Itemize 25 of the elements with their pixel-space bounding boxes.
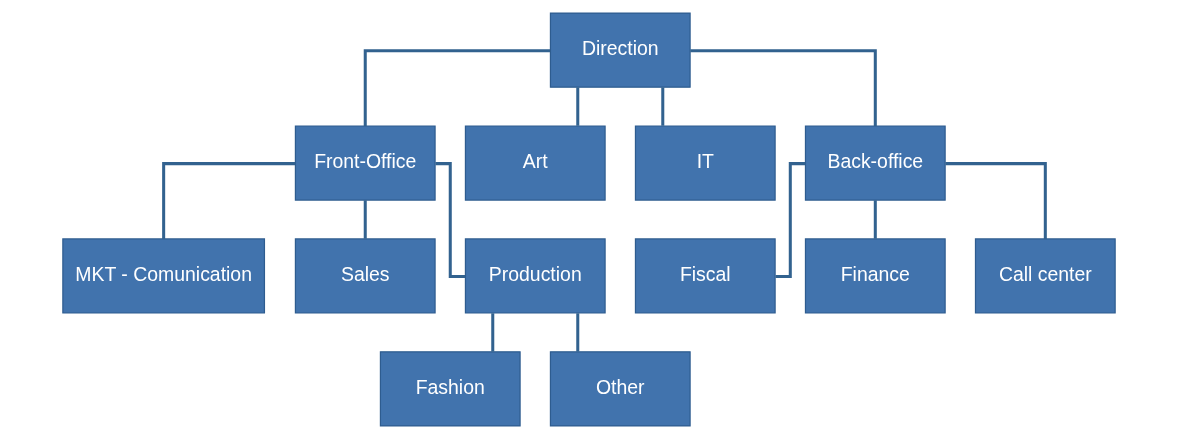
- node-box: Production: [464, 238, 606, 314]
- node-box: MKT - Comunication: [61, 238, 265, 314]
- connector: [944, 162, 1047, 239]
- node-box: Fashion: [379, 351, 521, 427]
- connector: [873, 200, 877, 239]
- node-box: Front-Office: [294, 125, 436, 201]
- connector: [689, 49, 877, 126]
- node-box: Sales: [294, 238, 436, 314]
- connector: [775, 162, 805, 279]
- connector: [490, 313, 494, 352]
- node-box: Art: [464, 125, 606, 201]
- connector: [363, 49, 550, 126]
- connector: [660, 87, 664, 126]
- node-box: Finance: [804, 238, 946, 314]
- node-box: Direction: [549, 12, 691, 88]
- node-box: Back-office: [804, 125, 946, 201]
- connector: [575, 313, 579, 352]
- connector: [575, 87, 579, 126]
- connector: [434, 162, 465, 279]
- connector: [363, 200, 367, 239]
- node-box: Fiscal: [634, 238, 776, 314]
- node-box: Call center: [974, 238, 1116, 314]
- node-box: Other: [549, 351, 691, 427]
- node-box: IT: [634, 125, 776, 201]
- connector: [161, 162, 295, 239]
